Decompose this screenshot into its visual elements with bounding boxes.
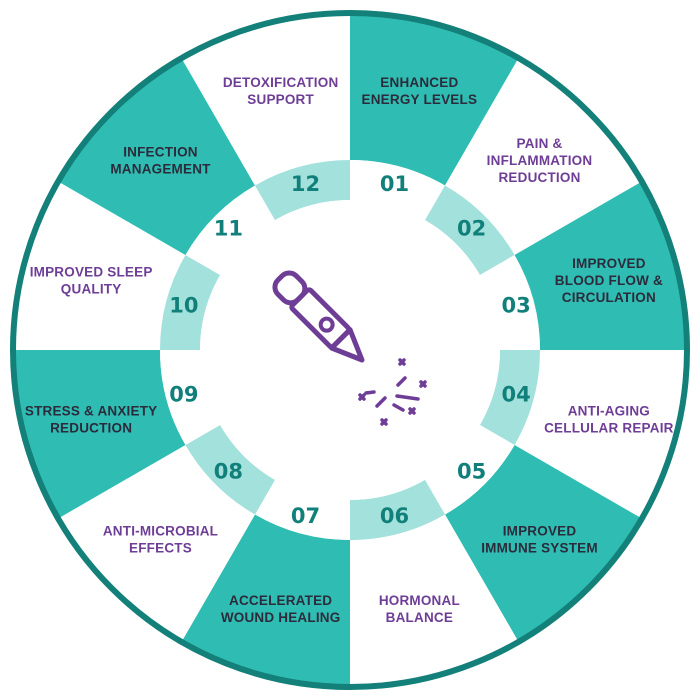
segment-label-line: STRESS & ANXIETY [25,403,157,418]
segment-ring-12 [255,160,350,221]
segment-label-07: ACCELERATED WOUND HEALING [221,593,341,625]
segment-ring-06 [350,479,445,540]
outer-rim [10,10,690,690]
segment-label-line: PAIN & [517,136,563,151]
segment-label-line: QUALITY [61,282,122,297]
segment-number-01: 01 [380,172,409,196]
segment-01 [350,13,519,186]
segment-ring-04 [479,350,540,445]
segment-ring-09 [160,350,221,445]
segment-label-line: IMPROVED [503,524,577,539]
segment-label-line: DETOXIFICATION [223,75,339,90]
segment-label-03: IMPROVED BLOOD FLOW & CIRCULATION [555,256,663,305]
segment-ring-03 [479,255,540,350]
segment-ring-07 [255,479,350,540]
segment-label-line: IMPROVED SLEEP [30,265,153,280]
segment-label-05: IMPROVED IMMUNE SYSTEM [481,524,598,556]
segment-number-08: 08 [214,460,243,484]
segment-label-line: REDUCTION [498,170,580,185]
segment-label-line: EFFECTS [129,541,192,556]
segment-label-line: SUPPORT [247,92,314,107]
segment-05 [445,445,642,642]
segment-label-line: WOUND HEALING [221,610,341,625]
segment-label-line: REDUCTION [50,420,132,435]
segment-08 [58,445,255,642]
segment-label-line: IMMUNE SYSTEM [481,541,598,556]
segment-number-09: 09 [169,383,198,407]
segment-label-line: ANTI-AGING [568,403,650,418]
segment-number-11: 11 [214,216,243,240]
segment-number-05: 05 [457,460,486,484]
segment-label-line: ENERGY LEVELS [362,92,478,107]
segment-ring-10 [160,255,221,350]
segment-10 [13,181,186,350]
segment-label-line: CIRCULATION [562,290,656,305]
segment-label-line: BLOOD FLOW & [555,273,663,288]
segment-label-line: IMPROVED [572,256,646,271]
segment-ring-08 [185,425,275,515]
segment-ring-02 [425,185,515,275]
segment-number-04: 04 [502,383,531,407]
segment-07 [181,514,350,687]
segment-label-09: STRESS & ANXIETY REDUCTION [25,403,157,435]
segment-label-line: BALANCE [386,610,453,625]
labels-layer: 01 ENHANCED ENERGY LEVELS 02 PAIN & INFLAMMAT… [25,75,674,625]
segment-06 [350,514,519,687]
segment-number-10: 10 [169,293,198,317]
segment-label-08: ANTI-MICROBIAL EFFECTS [103,524,218,556]
segment-label-12: DETOXIFICATION SUPPORT [223,75,339,107]
segment-label-01: ENHANCED ENERGY LEVELS [362,75,478,107]
segment-label-line: INFECTION [123,144,198,159]
segment-label-line: INFLAMMATION [487,153,593,168]
segment-label-04: ANTI-AGING CELLULAR REPAIR [544,403,674,435]
segment-label-02: PAIN & INFLAMMATION REDUCTION [487,136,593,185]
segment-number-02: 02 [457,216,486,240]
segment-number-07: 07 [291,504,320,528]
segment-label-06: HORMONAL BALANCE [379,593,460,625]
segment-label-line: HORMONAL [379,593,460,608]
segment-label-11: INFECTION MANAGEMENT [110,144,211,176]
center-disc [200,200,500,500]
segment-03 [514,181,687,350]
segment-04 [514,350,687,519]
segment-02 [445,58,642,255]
laser-pen-sparkle-icon [272,270,427,426]
segment-ring-11 [185,185,275,275]
segment-number-03: 03 [502,293,531,317]
segment-number-12: 12 [291,172,320,196]
segment-ring-05 [425,425,515,515]
segment-ring-01 [350,160,445,221]
segment-label-10: IMPROVED SLEEP QUALITY [30,265,153,297]
segment-label-line: MANAGEMENT [110,161,211,176]
segment-number-06: 06 [380,504,409,528]
segment-label-line: ENHANCED [380,75,458,90]
segment-label-line: ACCELERATED [229,593,332,608]
segment-12 [181,13,350,186]
segments-layer [13,13,687,687]
segment-09 [13,350,186,519]
segment-label-line: ANTI-MICROBIAL [103,524,218,539]
segment-label-line: CELLULAR REPAIR [544,420,674,435]
segment-11 [58,58,255,255]
